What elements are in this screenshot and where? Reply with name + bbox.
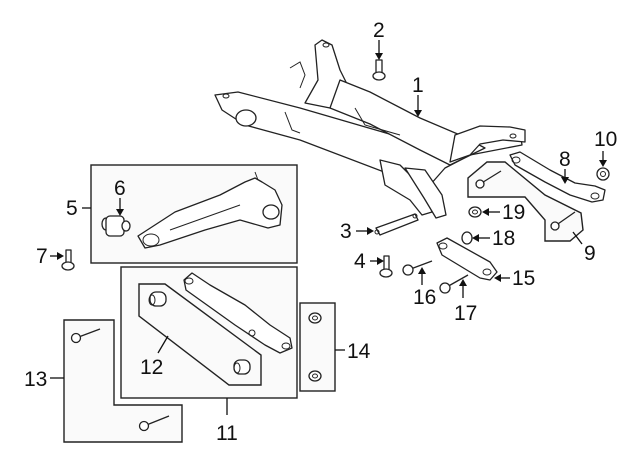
bolt-16-part[interactable]	[402, 260, 433, 276]
callout-labels: 1 2 3 4 5 6 7 8 9 10 11 12 13 14 15 16 1…	[24, 19, 617, 445]
trailing-arm-5-box[interactable]	[90, 164, 298, 264]
callout-15: 15	[512, 267, 535, 290]
washer-18-part[interactable]	[461, 231, 473, 245]
bushing-12-upper	[148, 291, 167, 307]
bolt-17-part[interactable]	[439, 274, 469, 294]
callout-2: 2	[373, 19, 385, 42]
bolt-kit-13-box[interactable]	[63, 319, 183, 443]
callout-18: 18	[492, 227, 515, 250]
callout-5: 5	[66, 197, 78, 220]
callout-12: 12	[140, 356, 163, 379]
lower-control-arm-11-box[interactable]	[120, 266, 298, 399]
callout-1: 1	[412, 74, 424, 97]
callout-7: 7	[36, 245, 48, 268]
bolt-13-lower	[138, 415, 170, 432]
bolt-2-part[interactable]	[372, 59, 386, 81]
leader-lines	[50, 40, 607, 415]
callout-6: 6	[114, 177, 126, 200]
callout-10: 10	[594, 128, 617, 151]
callout-11: 11	[216, 422, 238, 445]
toe-link-15-part[interactable]	[436, 237, 498, 281]
callout-17: 17	[454, 302, 477, 325]
bolt-kit-9-box[interactable]	[467, 161, 584, 242]
bushing-kit-12-box[interactable]	[138, 283, 262, 386]
nut-10-part[interactable]	[596, 167, 610, 181]
nut-14-upper	[308, 312, 322, 324]
bracket-3-part[interactable]	[374, 213, 419, 236]
nut-19-part[interactable]	[468, 206, 482, 218]
callout-9: 9	[584, 242, 596, 265]
bolt-7-part[interactable]	[61, 249, 75, 271]
crossmember-part[interactable]	[214, 39, 526, 219]
callout-14: 14	[347, 340, 371, 363]
nut-kit-14-box[interactable]	[299, 302, 336, 392]
bolt-13-upper	[70, 328, 101, 344]
nut-14-lower	[308, 370, 322, 382]
callout-13: 13	[24, 368, 47, 391]
upper-control-arm-part[interactable]	[509, 151, 606, 203]
callout-19: 19	[502, 201, 525, 224]
callout-3: 3	[340, 220, 352, 243]
callout-4: 4	[354, 250, 366, 273]
callout-16: 16	[413, 286, 436, 309]
bushing-6-part[interactable]	[101, 215, 131, 237]
callout-8: 8	[559, 148, 571, 171]
bolt-4-part[interactable]	[379, 255, 393, 278]
bushing-12-lower	[233, 359, 251, 375]
